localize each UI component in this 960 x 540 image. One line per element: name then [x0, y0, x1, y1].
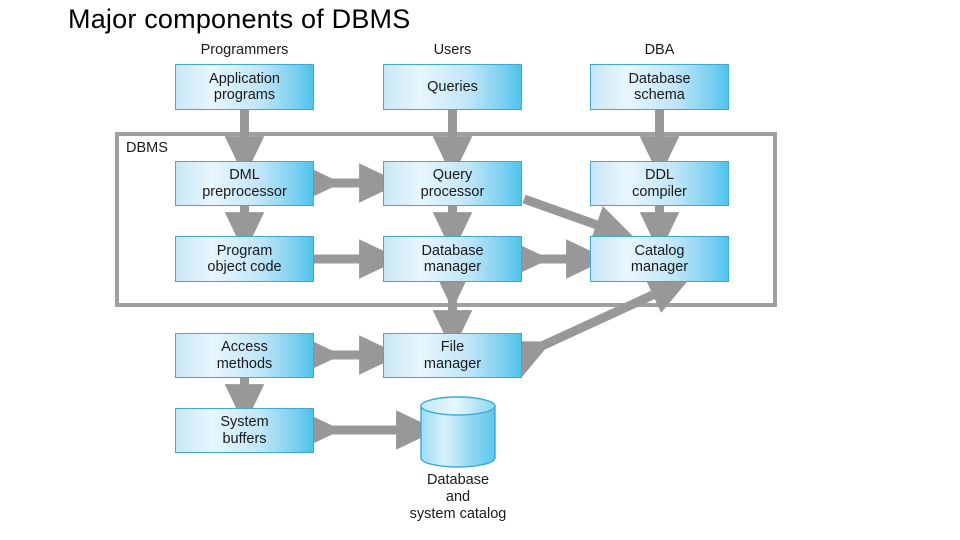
- caption-dba: DBA: [644, 42, 675, 58]
- dbms-boundary-label: DBMS: [126, 140, 168, 156]
- node-database-manager[interactable]: Database manager: [383, 236, 522, 282]
- node-application-programs[interactable]: Application programs: [175, 64, 314, 110]
- database-cylinder-icon[interactable]: [420, 396, 496, 468]
- node-queries-label: Queries: [427, 78, 478, 95]
- node-dml-preprocessor[interactable]: DML preprocessor: [175, 161, 314, 206]
- node-file-manager-label: File manager: [423, 339, 482, 372]
- node-system-buffers[interactable]: System buffers: [175, 408, 314, 453]
- node-application-programs-label: Application programs: [209, 70, 280, 104]
- node-access-methods-label: Access methods: [216, 339, 273, 372]
- node-query-processor[interactable]: Query processor: [383, 161, 522, 206]
- node-program-object-code[interactable]: Program object code: [175, 236, 314, 282]
- node-ddl-compiler[interactable]: DDL compiler: [590, 161, 729, 206]
- node-query-processor-label: Query processor: [420, 167, 485, 200]
- caption-users: Users: [433, 42, 472, 58]
- node-ddl-compiler-label: DDL compiler: [632, 167, 687, 200]
- caption-programmers: Programmers: [200, 42, 289, 58]
- node-database-manager-label: Database manager: [421, 242, 484, 276]
- database-cylinder-label: Database and system catalog: [409, 472, 507, 522]
- node-file-manager[interactable]: File manager: [383, 333, 522, 378]
- node-queries[interactable]: Queries: [383, 64, 522, 110]
- node-system-buffers-label: System buffers: [220, 414, 269, 447]
- node-database-schema[interactable]: Database schema: [590, 64, 729, 110]
- node-program-object-code-label: Program object code: [207, 242, 282, 276]
- node-dml-preprocessor-label: DML preprocessor: [202, 167, 287, 200]
- node-catalog-manager-label: Catalog manager: [630, 242, 689, 276]
- node-database-schema-label: Database schema: [628, 70, 691, 104]
- page-title: Major components of DBMS: [68, 4, 411, 34]
- node-access-methods[interactable]: Access methods: [175, 333, 314, 378]
- node-catalog-manager[interactable]: Catalog manager: [590, 236, 729, 282]
